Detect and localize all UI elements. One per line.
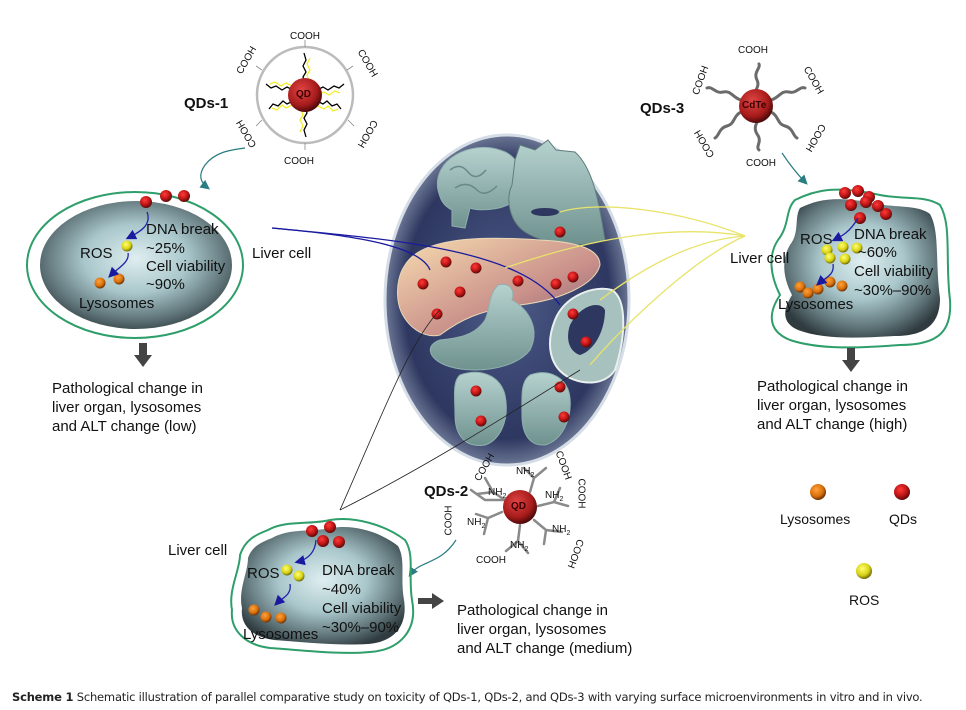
qds2-outcome-line1: Pathological change in bbox=[457, 602, 608, 619]
qds3-ros-label: ROS bbox=[800, 231, 833, 248]
down-arrow-qds1 bbox=[134, 343, 152, 367]
liver-cell-qds1 bbox=[26, 190, 244, 339]
qds3-viability-label: Cell viability bbox=[854, 263, 934, 280]
heart-organ bbox=[508, 139, 606, 245]
qds2-ligand-acid-6: COOH bbox=[443, 505, 455, 536]
qds1-viability-value: ~90% bbox=[146, 276, 185, 293]
legend-lysosomes-dot bbox=[810, 484, 826, 500]
down-arrow-qds3 bbox=[842, 348, 860, 372]
qds3-ligand-bottom: COOH bbox=[746, 158, 776, 169]
qds1-liver-cell-label: Liver cell bbox=[252, 245, 312, 262]
qds1-ligand-top: COOH bbox=[290, 31, 320, 42]
qds1-lysosomes-label: Lysosomes bbox=[79, 295, 155, 312]
qds3-outcome-line1: Pathological change in bbox=[757, 378, 908, 395]
body-organs-panel bbox=[383, 133, 631, 467]
qds3-liver-cell-label: Liver cell bbox=[730, 250, 790, 267]
qds2-ligand-amine-4: NH2 bbox=[467, 517, 486, 530]
qds1-viability-label: Cell viability bbox=[146, 258, 226, 275]
qds2-ligand-acid-3: COOH bbox=[575, 478, 587, 509]
qds2-outcome-line2: liver organ, lysosomes bbox=[457, 621, 607, 638]
qds3-outcome-line3: and ALT change (high) bbox=[757, 416, 908, 433]
legend-lysosomes-label: Lysosomes bbox=[780, 511, 851, 527]
figure-caption: Scheme 1 Schematic illustration of paral… bbox=[12, 690, 923, 704]
qds2-ligand-acid-5: COOH bbox=[476, 555, 506, 566]
legend bbox=[810, 484, 910, 579]
connector-lines bbox=[271, 206, 746, 511]
legend-ros-dot bbox=[856, 563, 872, 579]
qds2-outcome-line3: and ALT change (medium) bbox=[457, 640, 633, 657]
legend-qds-label: QDs bbox=[889, 511, 917, 527]
qds2-ligand-amine-3: NH2 bbox=[545, 490, 564, 503]
qds2-ligand-amine-5: NH2 bbox=[552, 524, 571, 537]
organ-qd-dots bbox=[417, 226, 592, 427]
qds1-dna-break-value: ~25% bbox=[146, 240, 185, 257]
qds3-outcome-line2: liver organ, lysosomes bbox=[757, 397, 907, 414]
liver-cell-qds3 bbox=[770, 185, 952, 349]
qds2-particle bbox=[408, 466, 570, 577]
liver-cell-qds2 bbox=[230, 518, 415, 654]
qds2-ros-label: ROS bbox=[247, 565, 280, 582]
qds2-title: QDs-2 bbox=[424, 483, 469, 500]
qds1-outcome-line2: liver organ, lysosomes bbox=[52, 399, 202, 416]
qds2-ligand-amine-1: NH2 bbox=[516, 466, 535, 479]
qds3-dna-break-label: DNA break bbox=[854, 226, 927, 243]
caption-text: Schematic illustration of parallel compa… bbox=[76, 690, 923, 704]
legend-ros-label: ROS bbox=[849, 592, 880, 608]
qds1-title: QDs-1 bbox=[184, 95, 229, 112]
qds1-dna-break-label: DNA break bbox=[146, 221, 219, 238]
qds3-ligand-top: COOH bbox=[738, 45, 768, 56]
right-arrow-qds2 bbox=[418, 593, 444, 609]
qds2-viability-value: ~30%–90% bbox=[322, 619, 400, 636]
qds3-core-label: CdTe bbox=[742, 100, 767, 111]
kidneys-organ bbox=[453, 371, 571, 446]
stomach-organ bbox=[430, 283, 535, 371]
legend-qds-dot bbox=[894, 484, 910, 500]
qds2-ligand-amine-6: NH2 bbox=[510, 540, 529, 553]
qds3-particle bbox=[705, 62, 808, 185]
qds3-dna-break-value: ~60% bbox=[858, 244, 897, 261]
qds3-viability-value: ~30%–90% bbox=[854, 282, 932, 299]
qds3-title: QDs-3 bbox=[640, 100, 685, 117]
qds2-dna-break-value: ~40% bbox=[322, 581, 361, 598]
qds1-ligand-bottom: COOH bbox=[284, 156, 314, 167]
qds1-particle bbox=[199, 40, 355, 190]
qds2-core-label: QD bbox=[511, 501, 526, 512]
qds1-outcome-line3: and ALT change (low) bbox=[52, 418, 197, 435]
qds2-lysosomes-label: Lysosomes bbox=[243, 626, 319, 643]
qds2-dna-break-label: DNA break bbox=[322, 562, 395, 579]
qds2-viability-label: Cell viability bbox=[322, 600, 402, 617]
qds1-core-label: QD bbox=[296, 89, 311, 100]
qds3-lysosomes-label: Lysosomes bbox=[778, 296, 854, 313]
caption-label: Scheme 1 bbox=[12, 690, 74, 704]
qds1-ros-label: ROS bbox=[80, 245, 113, 262]
outcome-arrows bbox=[134, 343, 860, 609]
qds2-ligand-amine-2: NH2 bbox=[488, 487, 507, 500]
qds1-outcome-line1: Pathological change in bbox=[52, 380, 203, 397]
qds2-liver-cell-label: Liver cell bbox=[168, 542, 228, 559]
